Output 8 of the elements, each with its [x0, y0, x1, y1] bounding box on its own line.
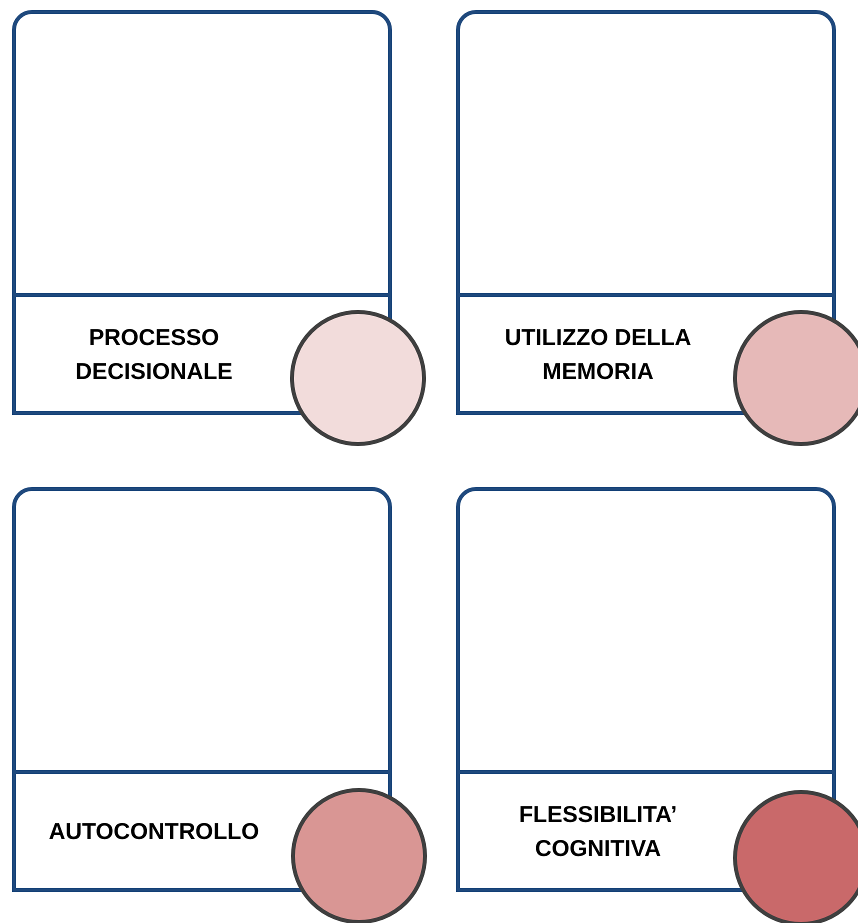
card — [12, 10, 392, 415]
card-title: UTILIZZO DELLA MEMORIA — [504, 323, 692, 386]
card — [456, 487, 836, 892]
card — [12, 487, 392, 892]
card-title: AUTOCONTROLLO — [48, 817, 260, 846]
card-title: PROCESSO DECISIONALE — [74, 323, 234, 386]
card-title: FLESSIBILITA’ COGNITIVA — [518, 800, 678, 863]
card — [456, 10, 836, 415]
